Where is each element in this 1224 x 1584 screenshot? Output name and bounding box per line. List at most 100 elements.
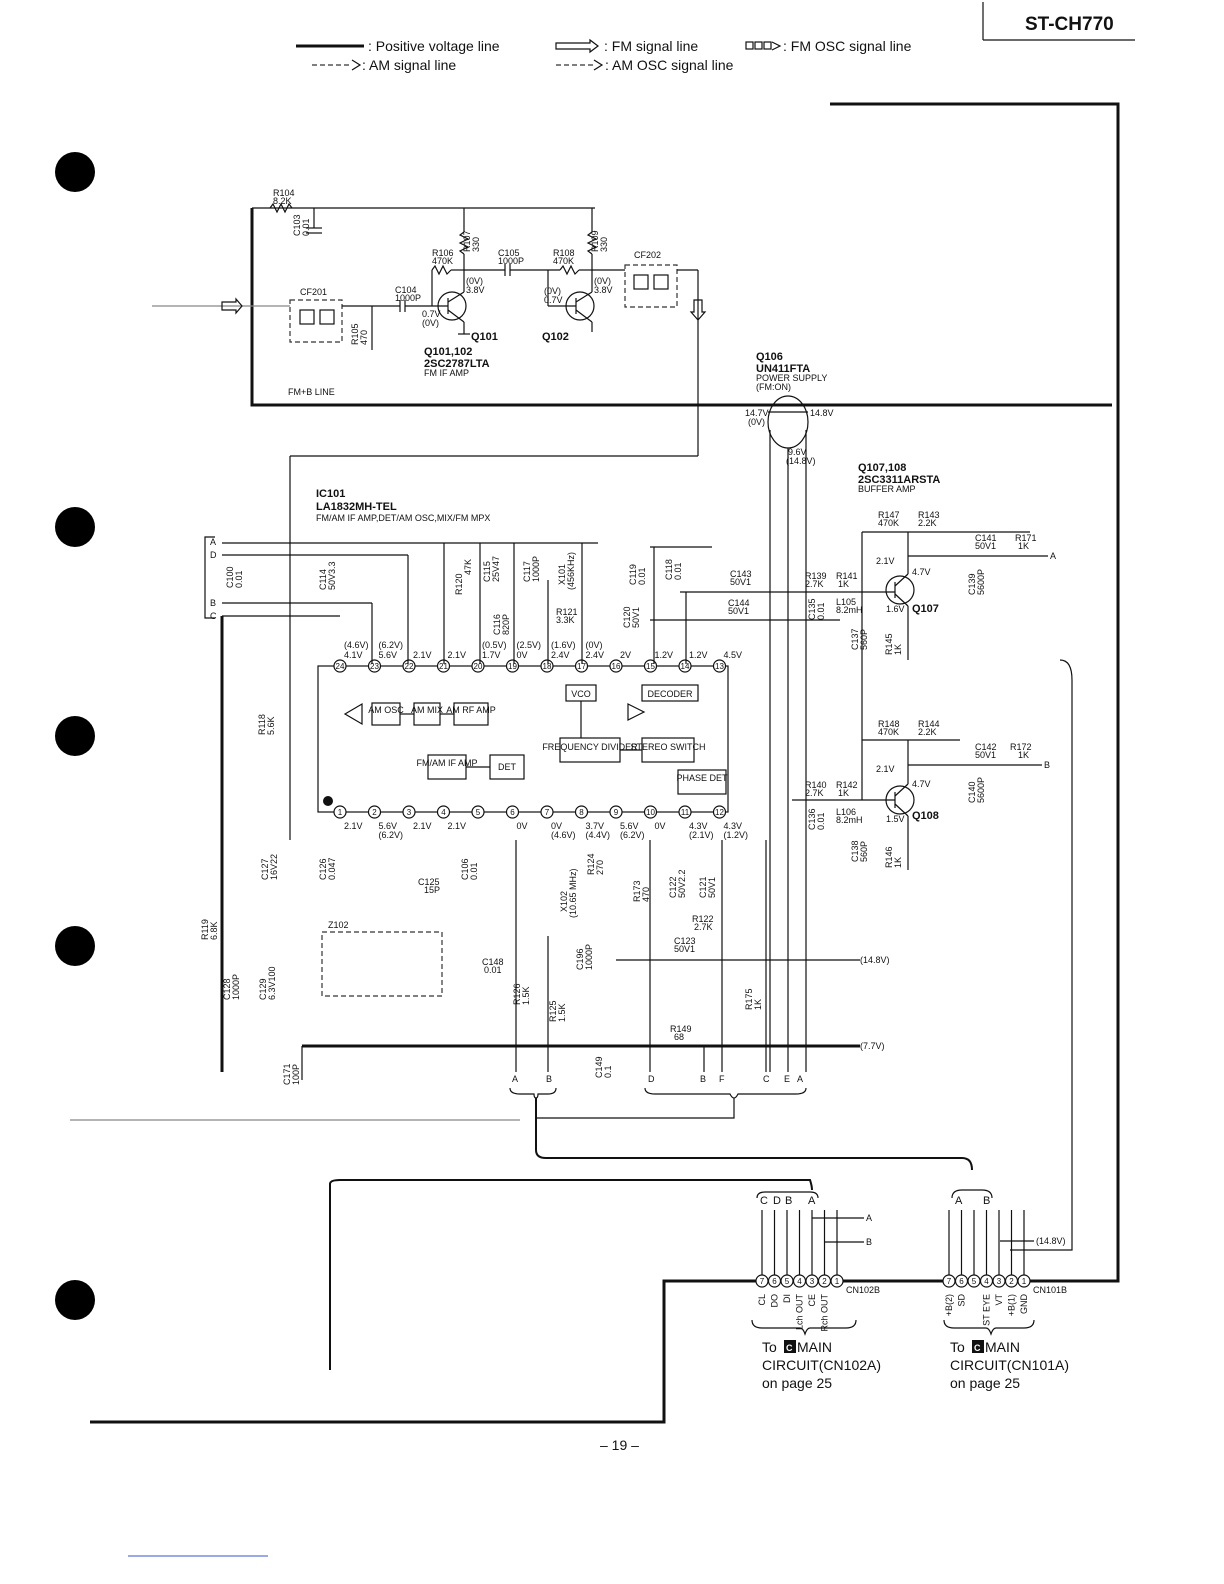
q106-func1: POWER SUPPLY [756,373,827,383]
ic101-section: IC101 LA1832MH-TEL FM/AM IF AMP,DET/AM O… [316,488,748,840]
c106-value: 0.01 [469,862,479,880]
c120-label: C120 [622,606,632,628]
c127-value: 16V22 [269,854,279,880]
ic101-pin-17-volt-alt: (0V) [586,640,603,650]
buffer-out-bus [1010,659,1073,1251]
z102-label: Z102 [328,920,349,930]
r125-value: 1.5K [557,1003,567,1022]
cn101b-pin-4-signal: ST EYE [982,1294,992,1326]
cn102b-pin-5-signal: DI [782,1294,792,1303]
c149-label: C149 [594,1056,604,1078]
bottom-bus-e: E [784,1074,790,1084]
ic101-pin-4 [436,805,451,819]
ic101-pin-9-volt-alt: (6.2V) [620,830,645,840]
q108-collector [894,783,909,797]
cf202-label: CF202 [634,250,661,260]
c139-value: 5600P [976,569,986,595]
r106-resistor [431,264,452,276]
ic101-pin-12-volt-alt: (1.2V) [724,830,749,840]
cn101b-pin-1-signal: GND [1019,1294,1029,1315]
c126-value: 0.047 [327,857,337,880]
ic101-pin-20-number: 20 [474,662,483,671]
ic101-pin-10 [643,805,658,819]
cn102b-pin-2-number: 2 [822,1277,827,1286]
r148-value: 470K [878,727,899,737]
ic101-pin-3-volt: 2.1V [413,821,432,831]
c118-label: C118 [664,559,674,580]
c148-label: C148 [482,957,504,967]
c103-value: 0.01 [301,218,311,236]
ic101-pin-12-volt: 4.3V [724,821,743,831]
block-fmam-if-label: FM/AM IF AMP [416,758,477,768]
ic101-pin-4-number: 4 [441,808,446,817]
ic101-pin-3-number: 3 [407,808,412,817]
cn101b-pin-4-number: 4 [984,1277,989,1286]
r120-label: R120 [454,573,464,595]
c135-label: C135 [807,598,817,620]
q106-v-b2: (14.8V) [786,456,816,466]
r139-value: 2.7K [805,579,824,589]
c114-value: 50V3.3 [327,561,337,590]
c105-label: C105 [498,248,520,258]
buffer-func: BUFFER AMP [858,484,916,494]
c117-label: C117 [522,561,532,582]
buffer-label: Q107,108 [858,462,906,474]
legend-fmosc-sq1 [745,41,754,50]
q102-volt-3: (0V) [544,286,561,296]
cn102b-pin-6-signal: DO [770,1294,780,1308]
q101-volt-4: (0V) [422,318,439,328]
ic101-pin-11 [678,805,692,819]
q102-emitter [575,309,593,323]
ic101-amp-triangle-left [343,702,363,726]
c128-value: 1000P [231,974,241,1000]
cn102b-top-a: A [808,1195,816,1207]
r149-label: R149 [670,1024,692,1034]
ic101-pin-19-volt: 0V [517,650,528,660]
ic101-pin-7 [540,805,554,819]
ic101-pin-1 [333,805,347,819]
r172-value: 1K [1018,750,1029,760]
supply-14-8-label: (14.8V) [860,955,890,965]
r148-label: R148 [878,719,900,729]
ic101-pin-17-volt: 2.4V [586,650,605,660]
q108-v-emit: 1.5V [886,814,905,824]
c171-value: 100P [291,1064,301,1085]
fm-input-arrow [221,297,243,315]
bottom-bus-a1: A [512,1074,518,1084]
l106-value: 8.2mH [836,815,863,825]
left-bus-bracket [204,536,215,619]
ic101-pin-20-volt-alt: (0.5V) [482,640,507,650]
binder-hole-2 [55,507,95,547]
r126-value: 1.5K [521,986,531,1005]
binder-hole-4 [55,926,95,966]
q102-volt-4: 0.7V [544,295,563,305]
q108-v-col: 4.7V [912,779,931,789]
to1-badge: C [786,1343,793,1353]
legend-fmosc-text: : FM OSC signal line [783,38,912,54]
block-phase-det-label: PHASE DET [676,773,728,783]
r121-label: R121 [556,607,578,617]
q106-v-in2: (0V) [748,417,765,427]
left-bus-d: D [210,550,217,560]
block-decoder [641,684,699,702]
l105-label: L105 [836,597,856,607]
ic101-pin-18 [540,659,554,673]
ic-top-parts: R120 47K C115 25V47 C117 1000P X101 (456… [444,542,712,664]
r171-label: R171 [1015,533,1037,543]
q102-volt-1: (0V) [594,276,611,286]
ic101-label: IC101 [316,488,345,500]
block-am-mix-label: AM MIX [411,705,443,715]
ic101-pin-9-volt: 5.6V [620,821,639,831]
legend: : Positive voltage line : AM signal line… [296,38,912,73]
x101-label: X101 [557,564,567,585]
ic101-pin-6-number: 6 [510,808,515,817]
q108-out-letter: B [1044,760,1050,770]
block-stereo-sw-label: STEREO SWITCH [630,742,705,752]
ic101-pin-9-number: 9 [614,808,619,817]
ic101-pin-20-volt: 1.7V [482,650,501,660]
ic101-pin-22-volt: 2.1V [413,650,432,660]
r109-resistor [586,231,598,255]
c141-value: 50V1 [975,541,996,551]
to2-to: To [950,1339,965,1355]
